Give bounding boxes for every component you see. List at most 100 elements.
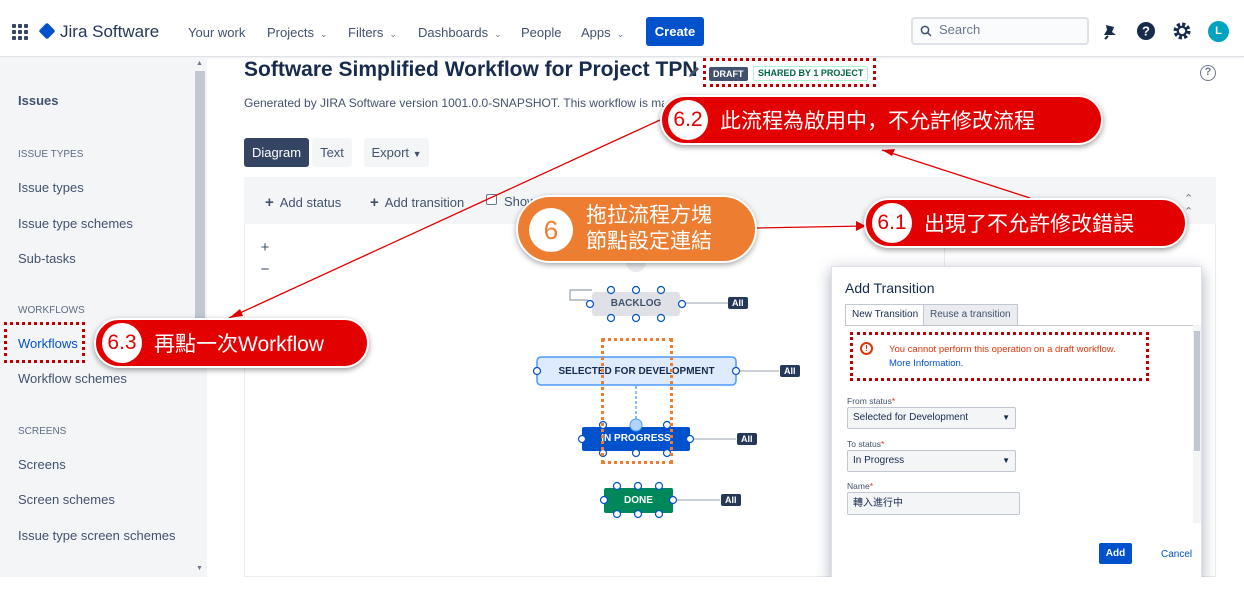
nav-your-work[interactable]: Your work (188, 25, 245, 40)
sidebar-scrollbar[interactable]: ▲ ▼ (193, 57, 207, 577)
jira-logo-icon (38, 22, 56, 40)
chevron-down-icon: ⌄ (319, 29, 328, 39)
label-text: From status (847, 396, 892, 406)
zoom-in-button[interactable]: + (260, 239, 270, 256)
sidebar-item-issue-type-screen-schemes[interactable]: Issue type screen schemes (18, 528, 176, 543)
search-box[interactable] (911, 17, 1089, 45)
sidebar-heading-screens: SCREENS (18, 426, 67, 437)
to-status-label: To status* (847, 439, 884, 449)
dialog-scrollbar[interactable] (1193, 325, 1201, 523)
global-transition-all-backlog[interactable]: All (728, 297, 748, 309)
collapse-panel-icon[interactable]: ⌃⌃ (1184, 193, 1194, 218)
nav-filters[interactable]: Filters⌄ (348, 25, 397, 40)
transition-name-input[interactable]: 轉入進行中 (847, 492, 1020, 515)
tab-text[interactable]: Text (312, 138, 352, 167)
chevron-down-icon: ⌄ (494, 29, 502, 39)
tab-new-transition[interactable]: New Transition (845, 304, 926, 326)
sidebar-item-sub-tasks[interactable]: Sub-tasks (18, 251, 76, 266)
tab-divider (845, 325, 1193, 326)
global-transition-all-in-progress[interactable]: All (737, 433, 757, 445)
scrollbar-thumb[interactable] (195, 71, 205, 331)
workflow-description: Generated by JIRA Software version 1001.… (244, 96, 664, 110)
zoom-controls: + − (255, 237, 275, 281)
add-transition-dialog: Add Transition New Transition Reuse a tr… (831, 266, 1202, 581)
callout-number: 6.3 (102, 323, 142, 363)
add-transition-label: Add transition (384, 195, 465, 210)
bottom-whitespace (0, 577, 1244, 600)
nav-dashboards[interactable]: Dashboards ⌄ (418, 25, 502, 40)
chevron-down-icon: ⌄ (616, 29, 625, 39)
sidebar-item-issue-types[interactable]: Issue types (18, 180, 84, 195)
nav-label: People (521, 25, 562, 40)
highlight-workflows-link (4, 322, 85, 363)
from-status-select[interactable]: Selected for Development▼ (847, 407, 1016, 429)
avatar[interactable]: L (1208, 21, 1229, 42)
highlight-drag-area (601, 338, 673, 464)
add-status-button[interactable]: +Add status (265, 194, 341, 211)
required-mark: * (881, 439, 885, 449)
scroll-down-icon[interactable]: ▼ (196, 565, 203, 572)
sidebar-item-workflow-schemes[interactable]: Workflow schemes (18, 371, 127, 386)
nav-label: Filters (348, 25, 384, 40)
callout-6-2-pointer-arrow (229, 309, 243, 318)
settings-icon[interactable] (1172, 21, 1192, 41)
sidebar-item-issue-type-schemes[interactable]: Issue type schemes (18, 216, 133, 231)
search-icon (920, 25, 932, 37)
add-button[interactable]: Add (1099, 543, 1132, 564)
callout-step-6-3: 6.3 再點一次Workflow (94, 318, 369, 368)
show-labels-checkbox[interactable] (486, 194, 497, 205)
to-status-select[interactable]: In Progress▼ (847, 450, 1016, 472)
global-transition-all-selected[interactable]: All (780, 365, 800, 377)
draft-badge: DRAFT (709, 67, 748, 81)
highlight-draft-badges (703, 58, 876, 87)
admin-sidebar: Issues ISSUE TYPES Issue types Issue typ… (0, 57, 207, 577)
callout-line-1: 拖拉流程方塊 (586, 204, 712, 227)
scroll-up-icon[interactable]: ▲ (196, 60, 203, 67)
cancel-link[interactable]: Cancel (1161, 549, 1193, 560)
nav-label: Apps (581, 25, 611, 40)
callout-text: 出現了不允許修改錯誤 (924, 213, 1134, 236)
sidebar-item-screens[interactable]: Screens (18, 457, 66, 472)
global-transition-all-done[interactable]: All (721, 494, 741, 506)
callout-text: 拖拉流程方塊節點設定連結 (586, 203, 712, 255)
nav-label: Dashboards (418, 25, 489, 40)
nav-apps[interactable]: Apps ⌄ (581, 25, 624, 40)
scrollbar-thumb[interactable] (1194, 331, 1200, 451)
nav-people[interactable]: People (521, 25, 561, 40)
app-name[interactable]: Jira Software (60, 22, 160, 41)
help-icon[interactable]: ? (1136, 21, 1156, 41)
tab-reuse-transition[interactable]: Reuse a transition (923, 304, 1018, 326)
add-transition-button[interactable]: +Add transition (370, 194, 464, 211)
dialog-title: Add Transition (845, 280, 935, 296)
callout-step-6-1: 6.1 出現了不允許修改錯誤 (864, 198, 1187, 248)
page-help-icon[interactable]: ? (1200, 65, 1216, 81)
label-text: Name (847, 481, 870, 491)
edit-pencil-icon[interactable] (687, 65, 701, 79)
nav-label: Your work (188, 25, 246, 40)
callout-text: 此流程為啟用中，不允許修改流程 (720, 110, 1035, 133)
sidebar-heading-issue-types: ISSUE TYPES (18, 149, 84, 160)
shared-badge[interactable]: SHARED BY 1 PROJECT (753, 66, 869, 81)
callout-6-1-pointer-arrow (882, 149, 895, 156)
sidebar-heading-workflows: WORKFLOWS (18, 305, 85, 316)
export-dropdown[interactable]: Export ▼ (364, 138, 429, 167)
required-mark: * (891, 396, 896, 406)
tab-diagram[interactable]: Diagram (244, 138, 309, 167)
more-information-link[interactable]: More Information. (889, 358, 964, 369)
label-text: To status (847, 439, 882, 449)
error-message: You cannot perform this operation on a d… (889, 344, 1116, 355)
callout-step-6: 6 拖拉流程方塊節點設定連結 (516, 195, 757, 263)
nav-label: Projects (267, 25, 314, 40)
sidebar-item-workflows[interactable]: Workflows (18, 336, 78, 351)
zoom-out-button[interactable]: − (260, 261, 270, 278)
sidebar-item-screen-schemes[interactable]: Screen schemes (18, 492, 115, 507)
search-input[interactable] (939, 22, 1079, 37)
select-value: Selected for Development (853, 412, 969, 423)
from-status-label: From status* (847, 396, 895, 406)
apps-grid-icon[interactable] (12, 24, 28, 40)
callout-number: 6.1 (872, 203, 912, 243)
nav-projects[interactable]: Projects ⌄ (267, 25, 328, 40)
notifications-icon[interactable] (1100, 21, 1120, 41)
create-button[interactable]: Create (646, 17, 704, 46)
